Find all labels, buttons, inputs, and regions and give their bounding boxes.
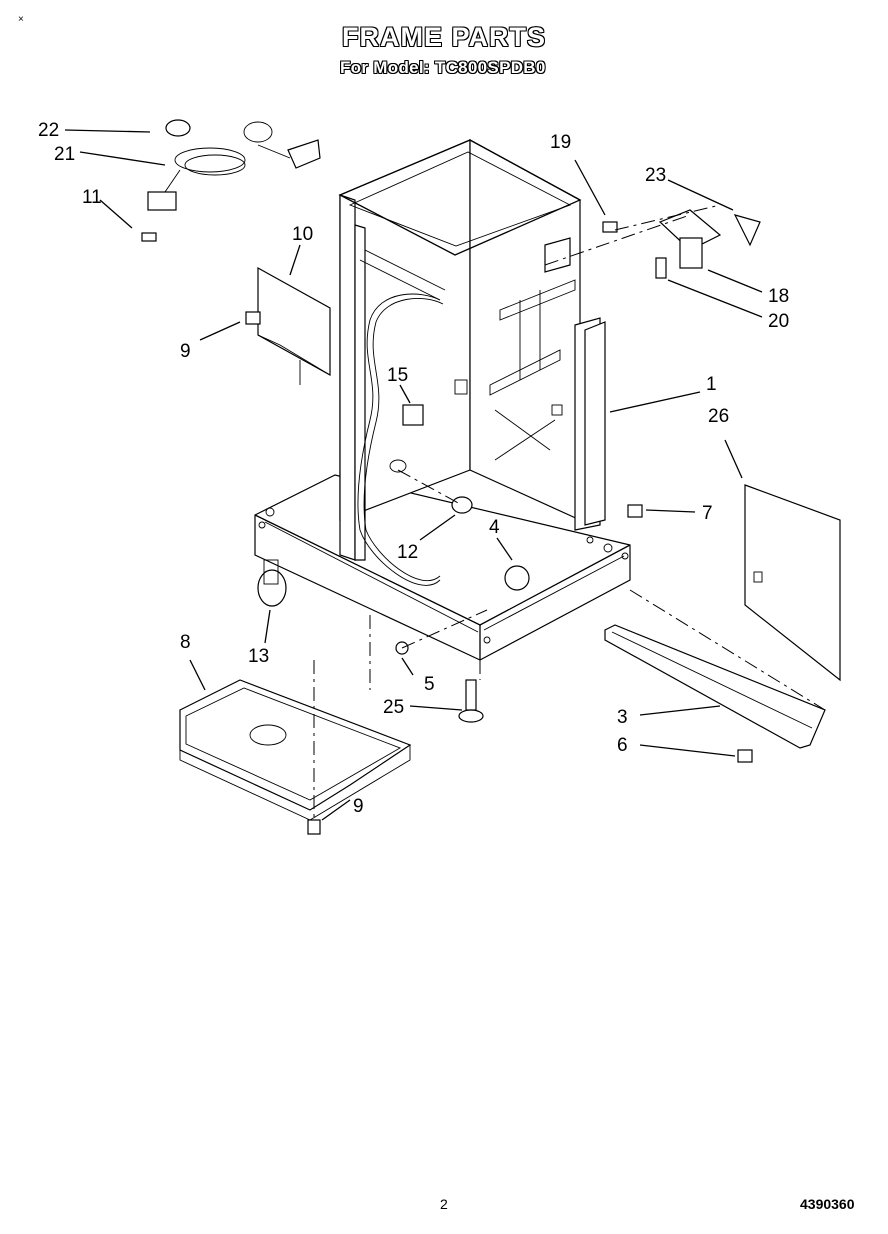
callout-9a: 9 (180, 341, 191, 362)
clip-23 (733, 214, 761, 247)
side-panel-slot (753, 571, 763, 583)
callout-9b: 9 (353, 796, 364, 817)
strain-relief-22 (165, 119, 191, 137)
callout-20: 20 (768, 311, 789, 332)
callout-7: 7 (702, 503, 713, 524)
leader-lines (64, 129, 763, 821)
callout-23: 23 (645, 165, 666, 186)
screw-11 (141, 232, 157, 242)
nut-7 (627, 504, 643, 518)
callout-15: 15 (387, 365, 408, 386)
callout-26: 26 (708, 406, 729, 427)
switch-4 (504, 565, 530, 591)
callout-18: 18 (768, 286, 789, 307)
side-panel-26 (744, 484, 841, 682)
corner-mark: × (18, 14, 24, 25)
callout-22: 22 (38, 120, 59, 141)
callout-8: 8 (180, 632, 191, 653)
screw-9-top (245, 311, 261, 325)
callout-6: 6 (617, 735, 628, 756)
model-subtitle: For Model: TC800SPDB0 (340, 58, 546, 77)
callout-13: 13 (248, 646, 269, 667)
document-number: 4390360 (800, 1196, 855, 1212)
screw-6 (737, 749, 753, 763)
access-panel-10 (257, 266, 331, 385)
callout-1: 1 (706, 374, 717, 395)
callout-4: 4 (489, 517, 500, 538)
callout-5: 5 (424, 674, 435, 695)
callout-labels: 22 21 11 10 9 15 12 4 13 8 5 25 9 19 23 … (38, 120, 789, 817)
callout-19: 19 (550, 132, 571, 153)
power-cord-21 (147, 121, 321, 211)
page-title: FRAME PARTS (342, 22, 546, 52)
callout-10: 10 (292, 224, 313, 245)
callout-3: 3 (617, 707, 628, 728)
leveling-leg-25 (458, 679, 484, 723)
callout-21: 21 (54, 144, 75, 165)
receptacle-15 (402, 404, 424, 426)
callout-11: 11 (82, 187, 102, 208)
explosion-lines (313, 204, 826, 820)
screw-19 (602, 221, 618, 233)
switch-bracket-18-20 (655, 209, 722, 279)
rail-3 (604, 624, 826, 749)
caster-13 (257, 559, 287, 607)
screw-9-bottom (307, 819, 321, 835)
callout-25: 25 (383, 697, 404, 718)
frame-cabinet (254, 138, 631, 661)
callout-12: 12 (397, 542, 418, 563)
grommet-12 (451, 496, 473, 514)
page-number: 2 (440, 1196, 448, 1212)
base-panel-8 (179, 679, 412, 821)
